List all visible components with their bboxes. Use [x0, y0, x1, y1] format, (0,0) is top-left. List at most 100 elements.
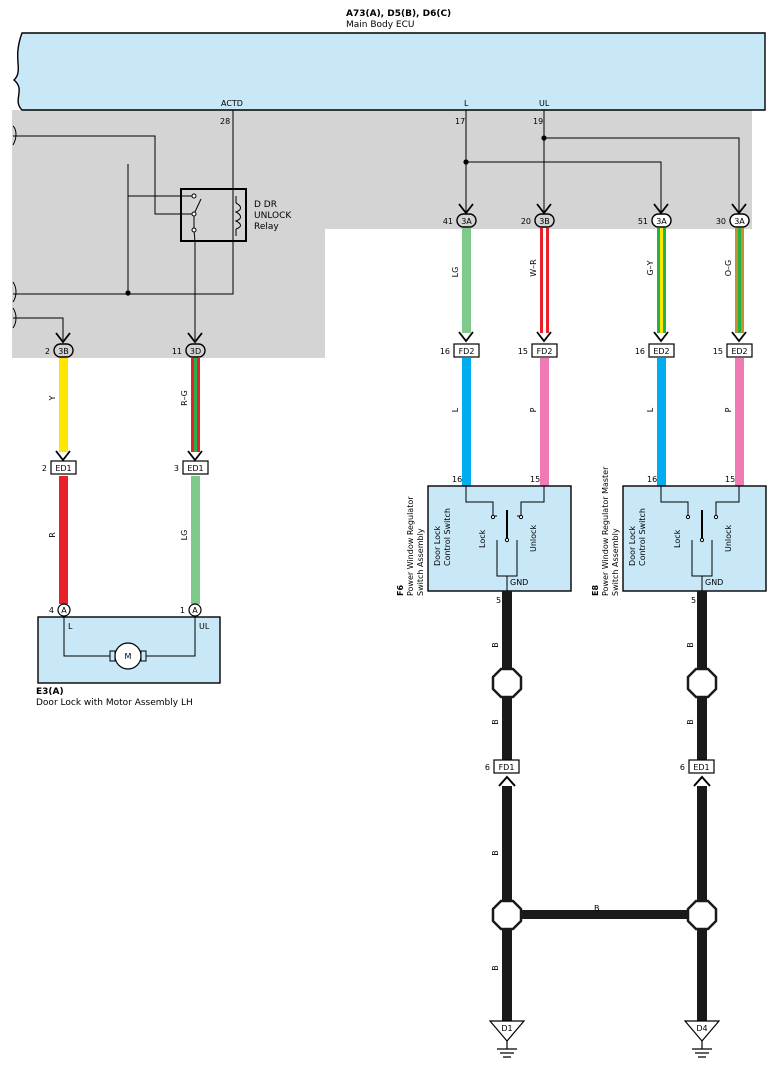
- svg-text:3A: 3A: [461, 217, 472, 226]
- wire-label-y: Y: [48, 395, 57, 401]
- connector-15-fd2: FD2 15: [518, 343, 558, 358]
- wire-label-b: B: [491, 965, 500, 971]
- e8-pin-16: 16: [647, 475, 657, 484]
- connector-41-3a: 3A 41: [443, 213, 477, 228]
- wire-label-r: R: [48, 532, 57, 538]
- internal-wiring-right: [465, 110, 740, 212]
- wire-label-b: B: [491, 850, 500, 856]
- connector-arrows-lower: [498, 775, 711, 787]
- ground-d4-icon: [683, 1020, 721, 1058]
- svg-text:FD1: FD1: [499, 763, 515, 772]
- f6-pin-16: 16: [452, 475, 462, 484]
- svg-text:51: 51: [638, 217, 648, 226]
- wire-label-w-r: W–R: [529, 259, 538, 277]
- e8-contact: [713, 514, 719, 520]
- ecu-name: Main Body ECU: [346, 20, 414, 30]
- f6-pin-15: 15: [530, 475, 540, 484]
- svg-text:ED2: ED2: [731, 347, 747, 356]
- relay-contact-2: [191, 211, 197, 217]
- wire-lg-left: [191, 476, 200, 604]
- f6-sub-2: Control Switch: [443, 508, 452, 566]
- main-body-ecu-box: [12, 32, 766, 111]
- motor-pin-ul-label: UL: [199, 622, 210, 631]
- ecu-pin-l-name: L: [464, 99, 469, 108]
- wire-l-f6: [462, 358, 471, 486]
- svg-text:3: 3: [174, 464, 179, 473]
- wire-y: [59, 358, 68, 452]
- svg-text:30: 30: [716, 217, 726, 226]
- e8-contact: [699, 537, 705, 543]
- wire-label-p-f6: P: [529, 407, 538, 412]
- harness-shade: [12, 110, 752, 358]
- f6-switch-icon: [465, 486, 545, 591]
- ground-d4-label: D4: [696, 1024, 707, 1033]
- ecu-pin-ul-name: UL: [539, 99, 550, 108]
- ecu-pin-ul-num: 19: [533, 117, 543, 126]
- relay-label-2: UNLOCK: [254, 211, 292, 221]
- f6-contact: [504, 537, 510, 543]
- f6-name-2: Switch Assembly: [416, 528, 425, 596]
- e8-pin-15: 15: [725, 475, 735, 484]
- wire-o-g-30: [735, 228, 744, 333]
- e8-code: E8: [591, 585, 600, 596]
- door-lock-motor-assembly: [37, 616, 221, 684]
- ground-d1-label: D1: [501, 1024, 512, 1033]
- svg-text:3A: 3A: [656, 217, 667, 226]
- svg-text:3D: 3D: [190, 347, 201, 356]
- relay-label-1: D DR: [254, 200, 277, 210]
- e8-pin-5: 5: [691, 596, 696, 605]
- svg-text:16: 16: [440, 347, 450, 356]
- svg-text:6: 6: [680, 763, 685, 772]
- d-dr-unlock-relay: [180, 188, 247, 242]
- f6-pin-5: 5: [496, 596, 501, 605]
- wire-r: [59, 476, 68, 604]
- wire-label-g-y: G–Y: [646, 260, 655, 275]
- ecu-pin-actd-name: ACTD: [221, 99, 243, 108]
- motor-code: E3(A): [36, 687, 64, 697]
- motor-pin-l-label: L: [68, 622, 73, 631]
- motor-icon: [114, 642, 142, 670]
- ecu-pin-actd-num: 28: [220, 117, 230, 126]
- connector-16-ed2: ED2 16: [635, 343, 675, 358]
- motor-pin-4: A 4: [49, 603, 71, 617]
- relay-label-3: Relay: [254, 222, 279, 232]
- f6-switch-assembly: [427, 485, 572, 592]
- wire-label-b: B: [686, 642, 695, 648]
- splice-point: [686, 899, 718, 931]
- e8-sub-2: Control Switch: [638, 508, 647, 566]
- svg-text:1: 1: [180, 606, 185, 615]
- f6-contact: [518, 514, 524, 520]
- wire-label-l-e8: L: [646, 407, 655, 412]
- svg-text:FD2: FD2: [459, 347, 475, 356]
- e8-sub-1: Door Lock: [628, 526, 637, 566]
- wire-label-b: B: [594, 904, 600, 913]
- wire-label-l-f6: L: [451, 407, 460, 412]
- connector-30-3a: 3A 30: [716, 213, 750, 228]
- f6-contact: [490, 514, 496, 520]
- wire-g-y-51: [657, 228, 666, 333]
- splice-point: [491, 667, 523, 699]
- e8-gnd-label: GND: [705, 578, 723, 587]
- f6-name-1: Power Window Regulator: [406, 496, 415, 596]
- svg-text:3B: 3B: [539, 217, 550, 226]
- junction-dot: [463, 159, 469, 165]
- motor-name: Door Lock with Motor Assembly LH: [36, 698, 193, 708]
- wire-label-lg-left: LG: [180, 530, 189, 541]
- wire-label-b: B: [491, 642, 500, 648]
- svg-text:2: 2: [42, 464, 47, 473]
- wire-label-lg: LG: [451, 267, 460, 278]
- ecu-pin-l-num: 17: [455, 117, 465, 126]
- f6-lock-label: Lock: [478, 529, 487, 548]
- connector-2-ed1: ED1 2: [42, 460, 77, 475]
- harness-break-top: [12, 125, 17, 146]
- ecu-code: A73(A), D5(B), D6(C): [346, 9, 451, 19]
- motor-symbol: M: [125, 652, 132, 661]
- splice-point: [686, 667, 718, 699]
- wire-r-g: [191, 358, 200, 452]
- svg-text:15: 15: [713, 347, 723, 356]
- svg-text:A: A: [61, 606, 67, 615]
- junction-dot: [125, 290, 131, 296]
- junction-dot: [541, 135, 547, 141]
- svg-text:11: 11: [172, 347, 182, 356]
